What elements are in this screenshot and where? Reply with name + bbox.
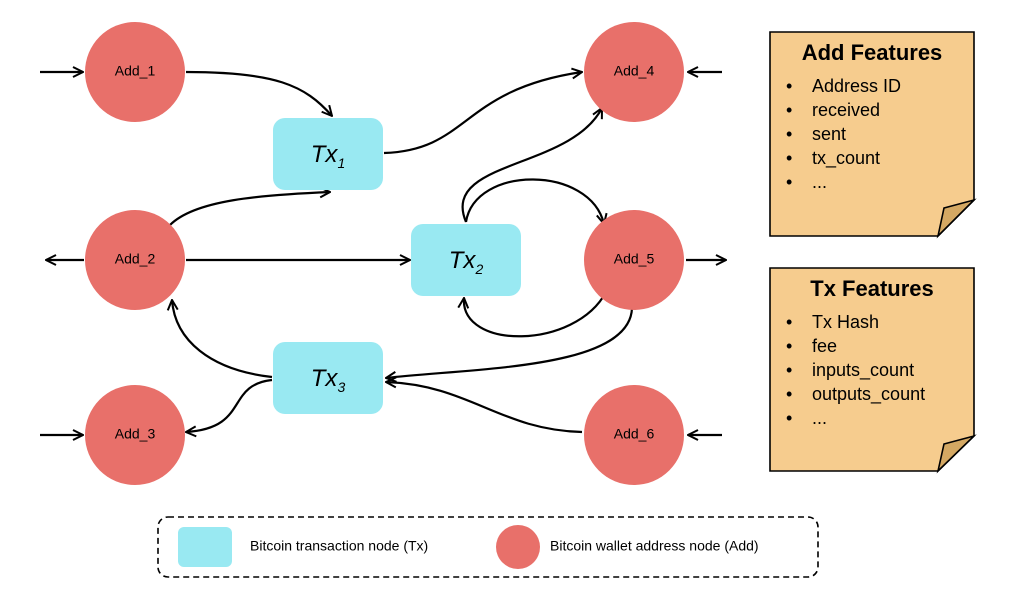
tx-node-tx3: Tx3 bbox=[273, 342, 383, 414]
list-bullet: • bbox=[786, 76, 792, 96]
edge-add5-tx2 bbox=[464, 291, 607, 338]
edges bbox=[40, 72, 726, 435]
list-bullet: • bbox=[786, 100, 792, 120]
address-node-label: Add_6 bbox=[614, 426, 655, 442]
address-node-label: Add_1 bbox=[115, 63, 156, 79]
address-node-label: Add_2 bbox=[115, 251, 156, 267]
tx-nodes: Tx1 Tx2 Tx3 bbox=[273, 118, 521, 414]
edge-tx2-add4 bbox=[461, 108, 602, 223]
legend-tx-label: Bitcoin transaction node (Tx) bbox=[250, 538, 428, 554]
list-bullet: • bbox=[786, 408, 792, 428]
address-node-add5: Add_5 bbox=[584, 210, 684, 310]
address-node-add6: Add_6 bbox=[584, 385, 684, 485]
edge-tx3-add3 bbox=[186, 378, 273, 432]
list-item: ... bbox=[812, 408, 827, 428]
add-features-list: • Address ID • received • sent • tx_coun… bbox=[786, 76, 901, 192]
legend-add-swatch bbox=[496, 525, 540, 569]
address-nodes: Add_1 Add_2 Add_3 Add_4 Add_5 Add_6 bbox=[85, 22, 684, 485]
edge-add1-tx1 bbox=[185, 70, 332, 116]
tx-features-title: Tx Features bbox=[810, 276, 934, 301]
legend-add-label: Bitcoin wallet address node (Add) bbox=[550, 538, 759, 554]
edge-add2-tx1 bbox=[169, 192, 330, 226]
list-bullet: • bbox=[786, 172, 792, 192]
address-node-add1: Add_1 bbox=[85, 22, 185, 122]
list-bullet: • bbox=[786, 148, 792, 168]
address-node-label: Add_5 bbox=[614, 251, 655, 267]
legend-border bbox=[157, 516, 819, 578]
edge-add5-tx3 bbox=[386, 307, 634, 378]
list-item: fee bbox=[812, 336, 837, 356]
edge-tx1-add4 bbox=[383, 72, 582, 155]
edge-add6-tx3 bbox=[386, 382, 583, 434]
tx-node-label: Tx3 bbox=[311, 365, 346, 395]
list-item: tx_count bbox=[812, 148, 880, 169]
edge-tx3-add2 bbox=[172, 300, 273, 379]
tx-node-tx2: Tx2 bbox=[411, 224, 521, 296]
add-features-title: Add Features bbox=[802, 40, 943, 65]
tx-node-label: Tx2 bbox=[449, 247, 484, 277]
list-item: sent bbox=[812, 124, 846, 144]
list-item: outputs_count bbox=[812, 384, 925, 405]
tx-features-list: • Tx Hash • fee • inputs_count • outputs… bbox=[786, 312, 925, 428]
legend: Bitcoin transaction node (Tx) Bitcoin wa… bbox=[157, 516, 819, 578]
list-item: Address ID bbox=[812, 76, 901, 96]
address-node-label: Add_4 bbox=[614, 63, 655, 79]
list-item: received bbox=[812, 100, 880, 120]
list-item: Tx Hash bbox=[812, 312, 879, 332]
list-item: inputs_count bbox=[812, 360, 914, 381]
add-features-note: Add Features • Address ID • received • s… bbox=[769, 31, 977, 239]
address-node-label: Add_3 bbox=[115, 426, 156, 442]
list-item: ... bbox=[812, 172, 827, 192]
list-bullet: • bbox=[786, 124, 792, 144]
address-node-add2: Add_2 bbox=[85, 210, 185, 310]
tx-node-tx1: Tx1 bbox=[273, 118, 383, 190]
list-bullet: • bbox=[786, 360, 792, 380]
tx-node-label: Tx1 bbox=[311, 141, 345, 171]
list-bullet: • bbox=[786, 336, 792, 356]
address-node-add3: Add_3 bbox=[85, 385, 185, 485]
address-node-add4: Add_4 bbox=[584, 22, 684, 122]
list-bullet: • bbox=[786, 312, 792, 332]
tx-features-note: Tx Features • Tx Hash • fee • inputs_cou… bbox=[769, 267, 977, 474]
list-bullet: • bbox=[786, 384, 792, 404]
edge-tx2-add5 bbox=[464, 178, 604, 224]
legend-tx-swatch bbox=[178, 527, 232, 567]
